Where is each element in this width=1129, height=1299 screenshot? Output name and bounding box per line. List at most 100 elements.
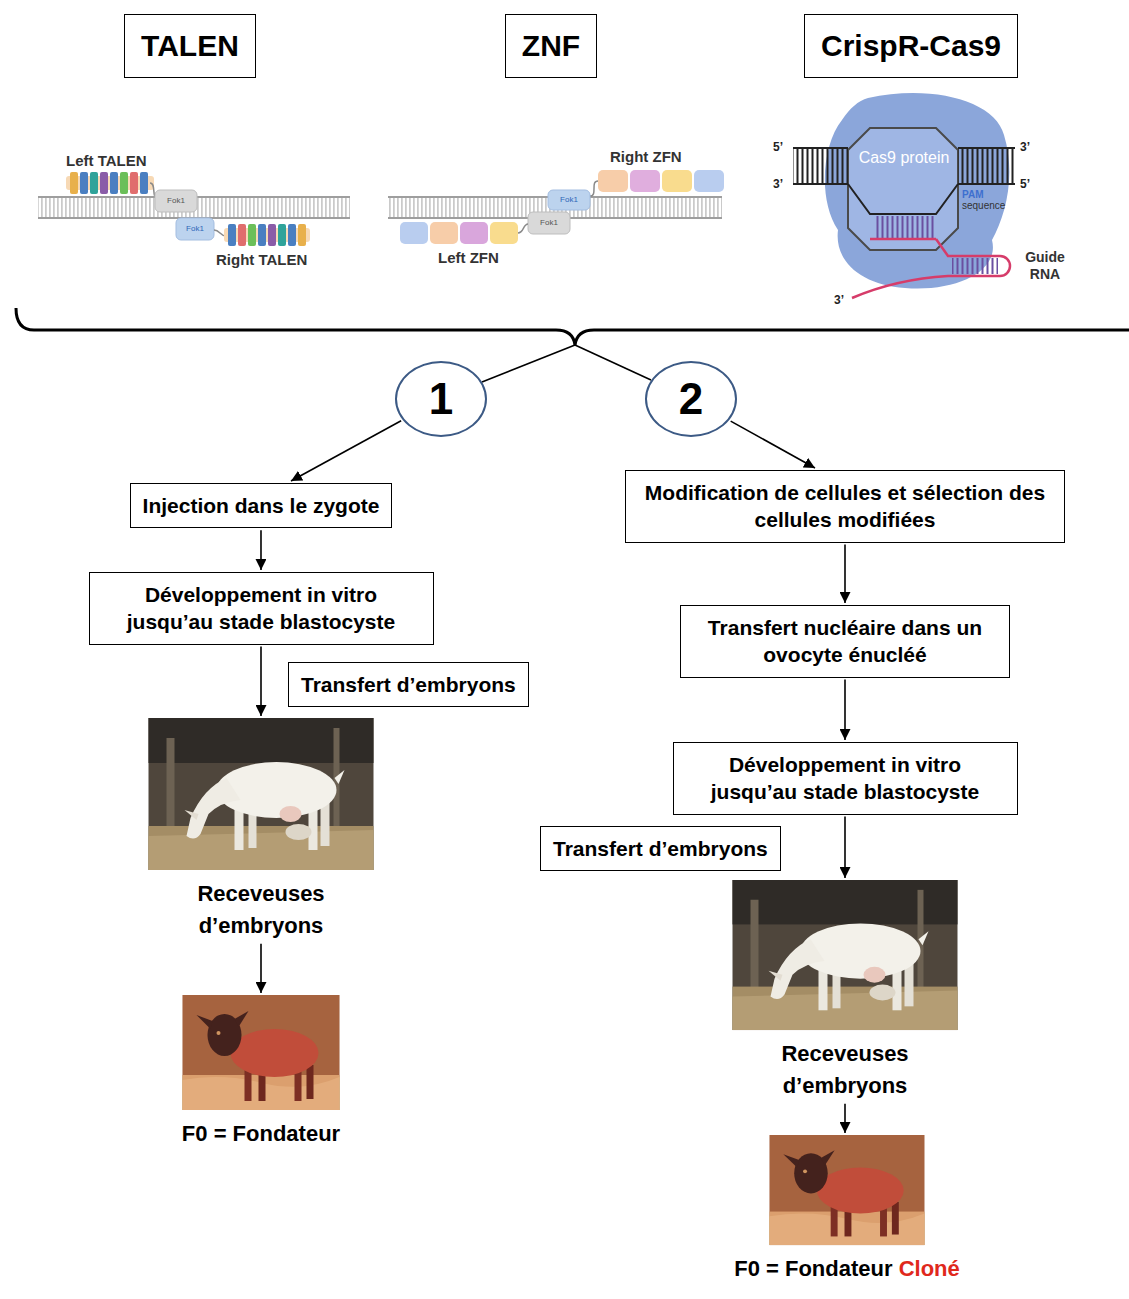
protein-label: Left TALEN <box>66 152 147 170</box>
box-text: 1 <box>429 377 453 421</box>
domain-label: Fok1 <box>155 196 197 206</box>
talen-illustration <box>258 224 266 246</box>
talen-illustration <box>155 190 197 212</box>
flow-arrow <box>844 680 846 740</box>
box-text: Modification de cellules et sélection de… <box>638 479 1052 534</box>
bracket <box>16 308 1129 345</box>
strand-end-label: 3’ <box>1020 140 1030 154</box>
talen-illustration <box>38 172 350 246</box>
recipient-photo-node: Receveuses d’embryons <box>149 718 374 942</box>
box-text: Receveuses d’embryons <box>161 878 361 942</box>
kid-photo <box>770 1135 925 1245</box>
talen-illustration <box>140 172 148 194</box>
protein-label: Left ZFN <box>438 249 499 267</box>
crispr-illustration <box>793 147 848 149</box>
bracket <box>16 308 1129 382</box>
znf-illustration <box>518 224 528 233</box>
talen-illustration <box>228 224 236 246</box>
protein-label: Right TALEN <box>216 251 307 269</box>
domain-label: Fok1 <box>176 224 214 234</box>
znf-illustration <box>590 181 598 196</box>
talen-illustration <box>130 172 138 194</box>
flow-arrow <box>731 421 815 468</box>
talen-illustration <box>278 224 286 246</box>
box-text: Transfert d’embryons <box>553 835 768 862</box>
process-box: Développement in vitro jusqu’au stade bl… <box>673 742 1018 815</box>
process-box: Modification de cellules et sélection de… <box>625 470 1065 543</box>
znf-illustration <box>548 190 590 210</box>
talen-illustration <box>224 228 310 242</box>
crispr-illustration <box>870 238 936 241</box>
method-title-box: ZNF <box>505 14 597 78</box>
talen-illustration <box>70 172 78 194</box>
route-number-circle: 1 <box>395 361 487 437</box>
box-text: ZNF <box>522 28 580 64</box>
talen-illustration <box>238 224 246 246</box>
talen-illustration <box>298 224 306 246</box>
flow-arrow <box>291 421 401 481</box>
box-text: Transfert nucléaire dans un ovocyte énuc… <box>693 614 997 669</box>
strand-end-label: 5’ <box>1020 177 1030 191</box>
crispr-illustration <box>848 184 958 214</box>
talen-illustration <box>268 224 276 246</box>
cloned-founder-photo-node: F0 = FondateurCloné <box>734 1135 960 1285</box>
protein-label: Right ZFN <box>610 148 682 166</box>
crispr-illustration <box>793 93 1015 298</box>
bracket <box>575 345 651 380</box>
transfer-note-box: Transfert d’embryons <box>540 826 781 871</box>
znf-illustration <box>528 212 570 234</box>
process-box: Développement in vitro jusqu’au stade bl… <box>89 572 434 645</box>
talen-illustration <box>110 172 118 194</box>
znf-illustration <box>388 170 724 244</box>
talen-illustration <box>80 172 88 194</box>
rna-label: Guide RNA <box>1014 249 1076 283</box>
box-text: CrispR-Cas9 <box>821 28 1001 64</box>
box-text: Développement in vitro jusqu’au stade bl… <box>686 751 1005 806</box>
protein-label: Cas9 protein <box>858 147 950 169</box>
crispr-illustration <box>958 147 1015 149</box>
znf-illustration <box>662 170 692 192</box>
crispr-illustration <box>852 239 1010 298</box>
talen-illustration <box>288 224 296 246</box>
domain-label: Fok1 <box>548 195 590 205</box>
flow-arrow <box>844 817 846 878</box>
znf-illustration <box>598 170 628 192</box>
kid-photo <box>183 995 340 1110</box>
talen-illustration <box>100 172 108 194</box>
crispr-illustration <box>874 216 934 238</box>
transfer-note-box: Transfert d’embryons <box>288 662 529 707</box>
znf-illustration <box>430 222 458 244</box>
domain-label: Fok1 <box>528 218 570 228</box>
box-text: TALEN <box>141 28 239 64</box>
talen-illustration <box>176 218 214 240</box>
goat-photo <box>149 718 374 870</box>
flow-arrow <box>844 1104 846 1133</box>
crispr-illustration <box>825 93 1010 289</box>
znf-illustration <box>630 170 660 192</box>
znf-illustration <box>694 170 724 192</box>
crispr-illustration <box>958 149 1015 183</box>
route-number-circle: 2 <box>645 361 737 437</box>
strand-end-label: 3’ <box>773 177 783 191</box>
strand-end-label: 5’ <box>773 140 783 154</box>
box-text: Injection dans le zygote <box>143 492 380 519</box>
crispr-illustration <box>952 258 998 274</box>
box-text: Receveuses d’embryons <box>745 1038 945 1102</box>
box-text: F0 = Fondateur <box>182 1118 340 1150</box>
flow-arrow <box>844 545 846 603</box>
goat-photo <box>733 880 958 1030</box>
process-box: Transfert nucléaire dans un ovocyte énuc… <box>680 605 1010 678</box>
box-text: Transfert d’embryons <box>301 671 516 698</box>
motif-label: PAM <box>962 189 983 201</box>
talen-illustration <box>248 224 256 246</box>
znf-illustration <box>490 222 518 244</box>
motif-label: sequence <box>962 200 1005 212</box>
crispr-illustration <box>958 183 1015 185</box>
znf-illustration <box>460 222 488 244</box>
crispr-illustration <box>793 149 848 183</box>
flow-arrow <box>260 530 262 570</box>
highlight-text: Cloné <box>899 1256 960 1281</box>
strand-end-label: 3’ <box>834 293 844 307</box>
bracket <box>482 345 575 382</box>
